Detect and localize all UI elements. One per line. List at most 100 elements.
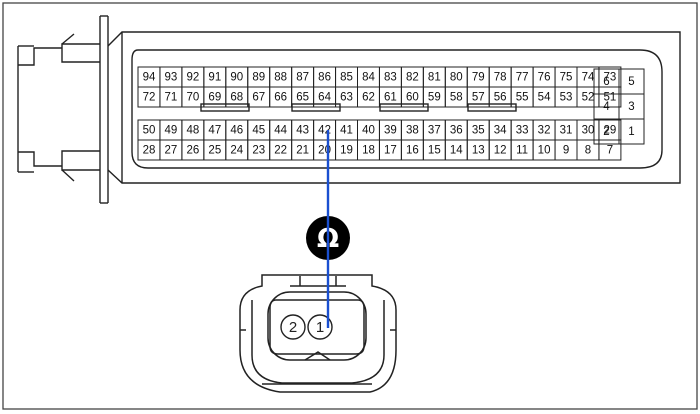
- ecu-pin-label: 48: [186, 125, 199, 137]
- ecu-pin-label: 73: [604, 72, 617, 84]
- ecu-pin-88: 88: [269, 66, 293, 88]
- ecu-pin-label: 10: [538, 145, 551, 157]
- ecu-pin-40: 40: [357, 119, 380, 141]
- ecu-pin-13: 13: [466, 139, 490, 161]
- ecu-side-pin-label: 3: [628, 101, 634, 113]
- ecu-pin-18: 18: [357, 139, 380, 161]
- ecu-side-pin-label: 6: [603, 76, 609, 88]
- ecu-pin-label: 69: [208, 92, 221, 104]
- ecu-pin-37: 37: [422, 119, 446, 141]
- ecu-pin-80: 80: [444, 66, 468, 88]
- ecu-pin-42: 42: [313, 119, 337, 141]
- ecu-pin-39: 39: [378, 119, 402, 141]
- ecu-pin-label: 89: [252, 72, 265, 84]
- ecu-side-pin-label: 2: [603, 126, 609, 138]
- diagram-frame: [2, 2, 698, 410]
- ecu-pin-label: 36: [450, 125, 463, 137]
- ecu-pin-91: 91: [203, 66, 227, 88]
- ecu-pin-33: 33: [510, 119, 534, 141]
- ecu-pin-label: 75: [560, 72, 573, 84]
- ecu-pin-label: 56: [494, 92, 507, 104]
- ecu-side-pin-1: 1: [618, 118, 645, 145]
- ecu-side-pin-3: 3: [618, 93, 645, 120]
- ecu-pin-label: 92: [186, 72, 199, 84]
- ecu-pin-51: 51: [598, 86, 622, 108]
- ecu-pin-label: 88: [274, 72, 287, 84]
- ecu-pin-48: 48: [181, 119, 205, 141]
- ecu-pin-24: 24: [225, 139, 249, 161]
- ecu-pin-26: 26: [181, 139, 205, 161]
- ecu-pin-label: 55: [516, 92, 529, 104]
- ecu-pin-34: 34: [488, 119, 512, 141]
- ecu-side-pin-label: 4: [603, 101, 610, 113]
- ecu-pin-label: 45: [252, 125, 265, 137]
- ecu-pin-label: 34: [494, 125, 507, 137]
- ecu-pin-label: 7: [607, 145, 613, 157]
- ecu-pin-23: 23: [247, 139, 271, 161]
- ecu-pin-21: 21: [291, 139, 315, 161]
- ecu-pin-15: 15: [422, 139, 446, 161]
- ecu-pin-62: 62: [357, 86, 380, 108]
- ecu-pin-label: 32: [538, 125, 551, 137]
- ecu-pin-label: 15: [428, 145, 441, 157]
- ecu-pin-27: 27: [159, 139, 183, 161]
- ecu-pin-label: 49: [165, 125, 178, 137]
- ecu-pin-label: 94: [143, 72, 156, 84]
- ecu-pin-28: 28: [137, 139, 161, 161]
- ecu-pin-66: 66: [269, 86, 293, 108]
- ecu-pin-36: 36: [444, 119, 468, 141]
- ecu-pin-label: 22: [274, 145, 287, 157]
- ecu-pin-label: 30: [582, 125, 595, 137]
- ecu-pin-54: 54: [532, 86, 556, 108]
- ecu-pin-label: 46: [230, 125, 243, 137]
- ecu-pin-38: 38: [400, 119, 424, 141]
- ecu-pin-7: 7: [598, 139, 622, 161]
- ecu-pin-35: 35: [466, 119, 490, 141]
- ecu-pin-31: 31: [554, 119, 578, 141]
- ecu-pin-44: 44: [269, 119, 293, 141]
- ecu-pin-label: 17: [384, 145, 397, 157]
- ecu-pin-92: 92: [181, 66, 205, 88]
- ecu-side-pin-5: 5: [618, 68, 645, 95]
- ecu-pin-52: 52: [576, 86, 600, 108]
- ecu-pin-12: 12: [488, 139, 512, 161]
- ecu-pin-85: 85: [335, 66, 358, 88]
- ecu-pin-22: 22: [269, 139, 293, 161]
- ecu-connector: [17, 15, 681, 204]
- ecu-pin-label: 71: [165, 92, 178, 104]
- ecu-pin-label: 68: [230, 92, 243, 104]
- ecu-pin-label: 37: [428, 125, 441, 137]
- ecu-pin-label: 79: [472, 72, 485, 84]
- ecu-pin-label: 84: [362, 72, 375, 84]
- ecu-pin-label: 83: [384, 72, 397, 84]
- ecu-pin-label: 57: [472, 92, 485, 104]
- ecu-pin-17: 17: [378, 139, 402, 161]
- ecu-pin-93: 93: [159, 66, 183, 88]
- ecu-pin-10: 10: [532, 139, 556, 161]
- ecu-pin-label: 64: [318, 92, 331, 104]
- ecu-pin-45: 45: [247, 119, 271, 141]
- ecu-pin-46: 46: [225, 119, 249, 141]
- ecu-pin-94: 94: [137, 66, 161, 88]
- ecu-pin-89: 89: [247, 66, 271, 88]
- ecu-pin-30: 30: [576, 119, 600, 141]
- ecu-pin-label: 9: [563, 145, 569, 157]
- ecu-pin-label: 14: [450, 145, 463, 157]
- ecu-pin-label: 16: [406, 145, 419, 157]
- ecu-pin-label: 78: [494, 72, 507, 84]
- ecu-pin-label: 86: [318, 72, 331, 84]
- ecu-pin-81: 81: [422, 66, 446, 88]
- ecu-pin-label: 72: [143, 92, 156, 104]
- ecu-pin-25: 25: [203, 139, 227, 161]
- ecu-pin-76: 76: [532, 66, 556, 88]
- ecu-pin-47: 47: [203, 119, 227, 141]
- ecu-pin-50: 50: [137, 119, 161, 141]
- ecu-pin-label: 8: [585, 145, 591, 157]
- ecu-pin-label: 50: [143, 125, 156, 137]
- ecu-pin-label: 77: [516, 72, 529, 84]
- ecu-pin-label: 67: [252, 92, 265, 104]
- ecu-pin-label: 33: [516, 125, 529, 137]
- ecu-pin-label: 26: [186, 145, 199, 157]
- ecu-pin-32: 32: [532, 119, 556, 141]
